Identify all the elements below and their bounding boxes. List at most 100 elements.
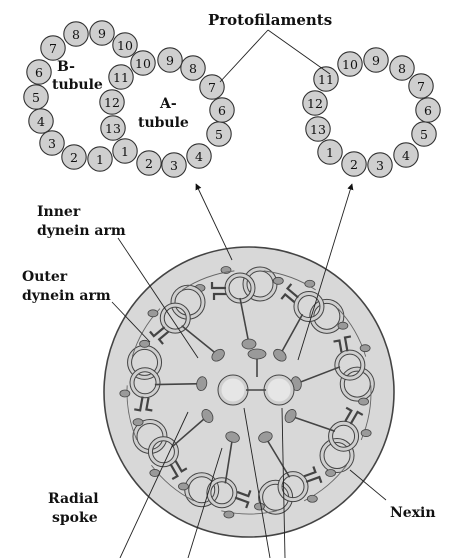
protofilament-number: 3	[170, 158, 178, 173]
protofilament-number: 1	[96, 152, 104, 167]
inner-dynein-leader	[117, 237, 199, 359]
outer-doublet	[290, 321, 375, 441]
protofilament-number: 8	[189, 61, 197, 76]
protofilament-number: 11	[113, 70, 129, 85]
singlet-protofilament-1: 1	[317, 139, 343, 165]
singlet-arrow	[297, 183, 354, 361]
doublet_a-protofilament-8: 8	[180, 55, 206, 81]
a-tubule-label-line2: tubule	[138, 115, 189, 131]
doublet_a-protofilament-12: 12	[99, 89, 125, 115]
protofilament-number: 5	[420, 127, 428, 142]
protofilament-number: 4	[37, 114, 45, 129]
protofilament-number: 1	[326, 145, 334, 160]
b-tubule-label-line2: tubule	[52, 77, 103, 93]
protofilament-number: 9	[372, 53, 380, 68]
radial-spoke-label-line2: spoke	[52, 510, 98, 526]
protofilament-number: 12	[307, 96, 323, 111]
protofilament-number: 4	[195, 149, 203, 164]
outer-doublet	[126, 385, 214, 491]
radial-spoke-leader-3	[243, 407, 271, 558]
protofilament-number: 13	[105, 121, 121, 136]
singlet-protofilament-2: 2	[341, 151, 367, 177]
radial-spoke-leader-1	[119, 411, 189, 558]
singlet-protofilament-13: 13	[305, 116, 331, 142]
doublet_a-protofilament-5: 5	[206, 121, 232, 147]
protofilament-number: 2	[70, 150, 78, 165]
protofilament-number: 5	[32, 90, 40, 105]
protofilament-number: 12	[104, 95, 120, 110]
singlet-protofilament-8: 8	[389, 55, 415, 81]
protofilament-number: 7	[49, 41, 57, 56]
central-pair	[217, 348, 295, 406]
protofilament-number: 8	[398, 61, 406, 76]
protofilament-number: 7	[208, 80, 216, 95]
protofilament-number: 13	[310, 122, 326, 137]
radial-spoke-label-line1: Radial	[48, 491, 99, 507]
b-tubule-label-line1: B-	[57, 59, 75, 75]
protofilament-number: 8	[72, 27, 80, 42]
protofilament-number: 10	[117, 38, 133, 53]
protofilament-number: 4	[402, 148, 410, 163]
radial-spoke-leader-4	[281, 407, 286, 558]
singlet-protofilament-4: 4	[393, 142, 419, 168]
doublet_a-protofilament-1: 1	[112, 138, 138, 164]
doublet_a-protofilament-9: 9	[157, 47, 183, 73]
outer-doublet	[151, 431, 265, 519]
singlet-protofilament-10: 10	[337, 51, 363, 77]
outer-doublet	[221, 431, 337, 515]
singlet-protofilament-7: 7	[408, 73, 434, 99]
doublet_a-protofilament-13: 13	[100, 115, 126, 141]
doublet_b-protofilament-10: 10	[112, 32, 138, 58]
outer-dynein-leader	[111, 301, 151, 343]
outer-doublet	[194, 266, 316, 350]
doublet_b-protofilament-4: 4	[28, 108, 54, 134]
doublet_a-protofilament-6: 6	[209, 97, 235, 123]
doublet_a-protofilament-11: 11	[108, 64, 134, 90]
doublet_b-protofilament-2: 2	[61, 144, 87, 170]
doublet_a-protofilament-7: 7	[199, 74, 225, 100]
inner-dynein-label-line2: dynein arm	[37, 223, 126, 239]
outer-doublet	[284, 397, 372, 502]
doublet_a-protofilament-10: 10	[130, 50, 156, 76]
protofilaments-label: Protofilaments	[208, 11, 332, 29]
protofilament-number: 6	[218, 103, 226, 118]
doublet_a-protofilament-4: 4	[186, 143, 212, 169]
nexin-leader	[349, 469, 387, 501]
doublet_b-protofilament-6: 6	[26, 59, 52, 85]
protofilaments-leader-left	[219, 29, 269, 83]
a-tubule-label-line1: A-	[159, 96, 177, 112]
protofilament-number: 9	[166, 53, 174, 68]
protofilament-number: 10	[342, 57, 358, 72]
protofilament-number: 11	[318, 72, 334, 87]
singlet-protofilament-12: 12	[302, 90, 328, 116]
protofilament-number: 10	[135, 56, 151, 71]
protofilament-number: 3	[48, 136, 56, 151]
axoneme-cross-section	[103, 246, 395, 538]
doublet_b-protofilament-7: 7	[40, 35, 66, 61]
singlet-protofilament-6: 6	[415, 97, 441, 123]
protofilament-number: 7	[417, 79, 425, 94]
protofilament-number: 5	[215, 127, 223, 142]
protofilaments-leader-right	[267, 29, 331, 75]
outer-doublet	[139, 270, 235, 362]
doublet_b-protofilament-9: 9	[89, 20, 115, 46]
nexin-label: Nexin	[390, 505, 436, 521]
doublet_b-protofilament-5: 5	[23, 84, 49, 110]
inner-dynein-label-line1: Inner	[37, 204, 81, 220]
doublet-arrow	[195, 183, 233, 261]
protofilament-number: 2	[145, 156, 153, 171]
doublet_a-protofilament-2: 2	[136, 150, 162, 176]
doublet_b-protofilament-1: 1	[87, 146, 113, 172]
protofilament-number: 9	[98, 26, 106, 41]
doublet_a-protofilament-3: 3	[161, 152, 187, 178]
outer-dynein-label-line1: Outer	[22, 269, 68, 285]
radial-spoke-leader-2	[187, 447, 223, 558]
singlet-protofilament-9: 9	[363, 47, 389, 73]
protofilament-number: 6	[35, 65, 43, 80]
singlet-protofilament-5: 5	[411, 121, 437, 147]
outer-dynein-label-line2: dynein arm	[22, 288, 111, 304]
doublet_b-protofilament-3: 3	[39, 130, 65, 156]
leader-lines	[111, 29, 387, 558]
protofilament-number: 1	[121, 144, 129, 159]
